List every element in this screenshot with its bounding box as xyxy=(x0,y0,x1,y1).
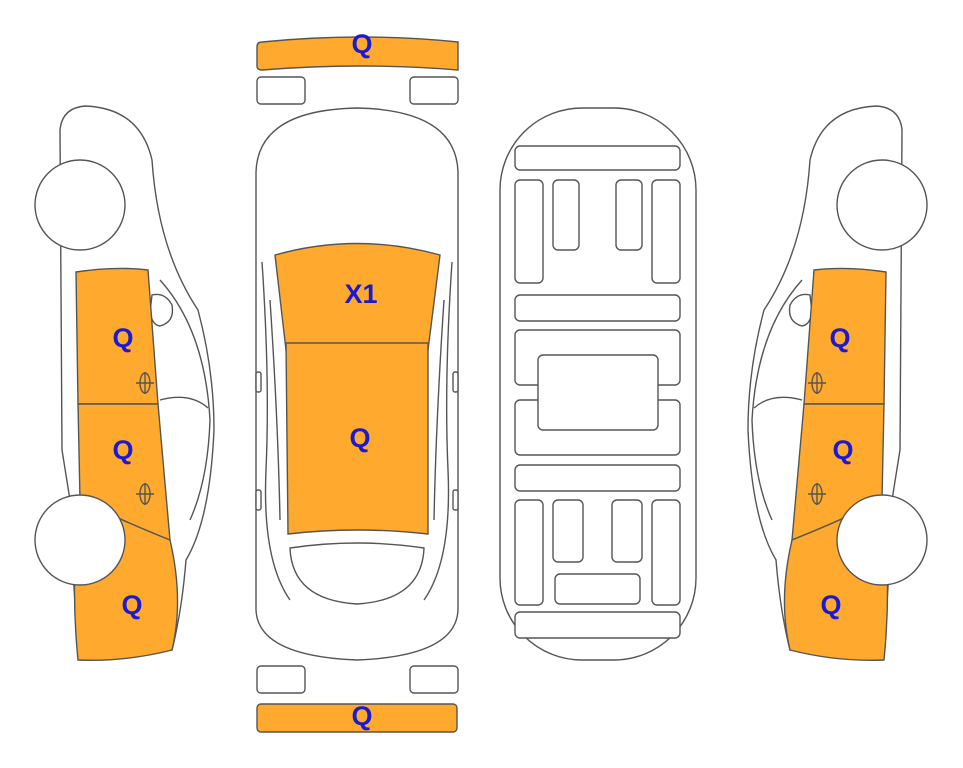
rear-bumper-group: Q xyxy=(256,665,459,733)
front-bumper-group: Q xyxy=(256,29,459,105)
rear-right-taillight xyxy=(409,665,459,694)
front-bumper-label: Q xyxy=(351,29,372,59)
left-front-fender-label: Q xyxy=(112,323,133,353)
underbody-center-plate xyxy=(537,354,659,431)
front-bumper-panel[interactable] xyxy=(256,36,459,71)
right-front-door-label: Q xyxy=(832,435,853,465)
left-front-wheel xyxy=(34,159,126,251)
roof-label: Q xyxy=(349,423,370,453)
left-side-view: Q Q Q xyxy=(34,105,215,661)
left-mirror-side xyxy=(149,293,174,327)
underbody-view xyxy=(499,107,697,661)
left-rear-quarter-label: Q xyxy=(121,590,142,620)
right-front-wheel xyxy=(836,159,928,251)
right-front-fender-panel[interactable] xyxy=(803,267,887,405)
front-left-headlight xyxy=(256,76,306,105)
right-rear-wheel xyxy=(836,494,928,586)
left-front-door-label: Q xyxy=(112,435,133,465)
front-right-headlight xyxy=(409,76,459,105)
left-mirror xyxy=(255,371,262,393)
right-front-fender-label: Q xyxy=(829,323,850,353)
hood-label: X1 xyxy=(344,279,377,309)
right-rear-quarter-label: Q xyxy=(820,590,841,620)
left-front-fender-panel[interactable] xyxy=(75,267,159,405)
rear-bumper-panel[interactable] xyxy=(256,703,458,733)
top-view-car: X1 Q xyxy=(255,107,459,661)
rear-window xyxy=(289,542,425,605)
rear-bumper-label: Q xyxy=(351,701,372,731)
roof-panel[interactable] xyxy=(285,342,429,535)
rear-left-taillight xyxy=(256,665,306,694)
right-side-view: Q Q Q xyxy=(747,105,928,661)
right-mirror xyxy=(452,371,459,393)
left-rear-wheel xyxy=(34,494,126,586)
